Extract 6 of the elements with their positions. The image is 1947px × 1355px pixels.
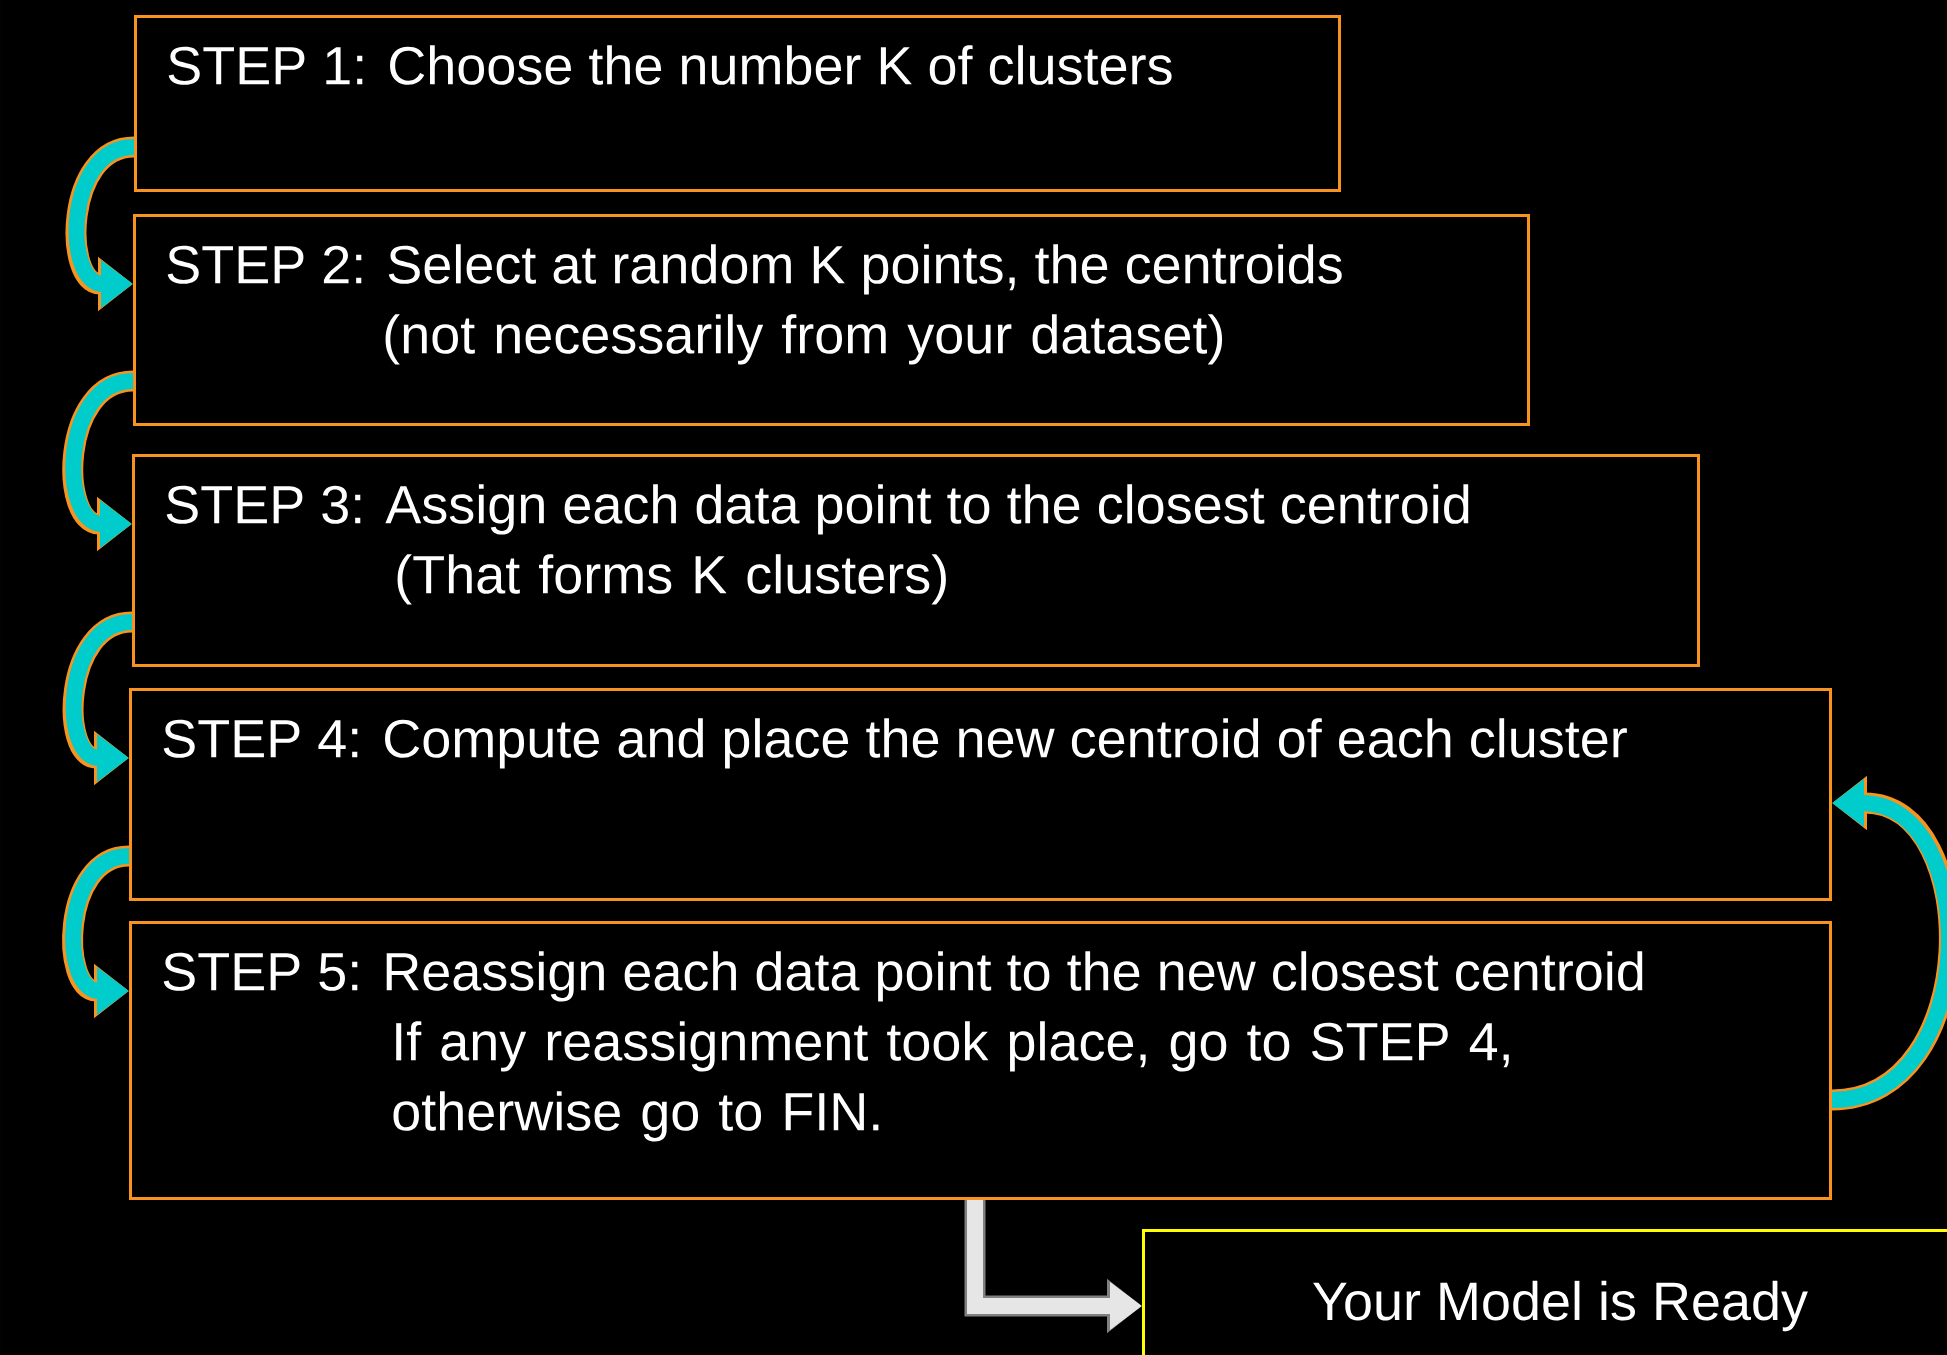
process-box: STEP 1: Choose the number K of clusters [134, 15, 1341, 192]
process-box: STEP 5: Reassign each data point to the new closest centroid If any reassignment took place, go to STEP 4, otherwise go to FIN. [129, 921, 1832, 1200]
process-box: Your Model is Ready [1142, 1229, 1947, 1355]
process-box: STEP 3: Assign each data point to the closest centroid (That forms K clusters) [132, 454, 1700, 667]
process-box: STEP 2: Select at random K points, the centroids (not necessarily from your dataset) [133, 214, 1530, 426]
process-box: STEP 4: Compute and place the new centroid of each cluster [129, 688, 1832, 901]
